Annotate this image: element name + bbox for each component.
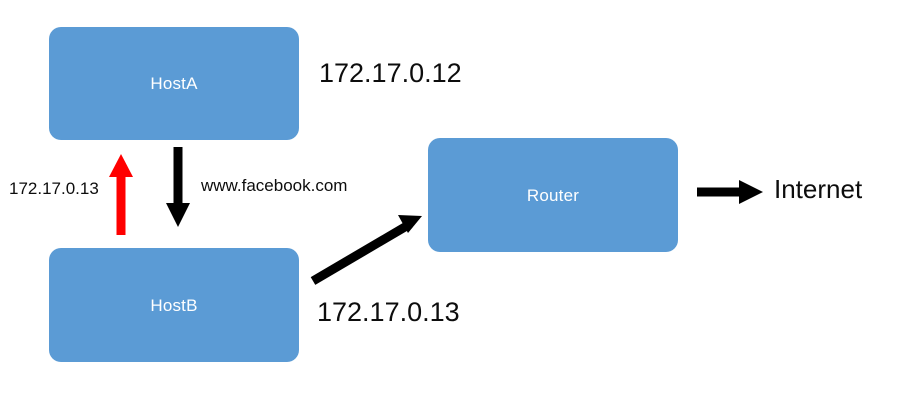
label-hostb-ip: 172.17.0.13 bbox=[317, 297, 460, 327]
node-hosta[interactable]: HostA bbox=[49, 27, 299, 140]
label-hosta-ip: 172.17.0.12 bbox=[319, 58, 462, 88]
node-router-label: Router bbox=[526, 185, 580, 205]
arrow-router-to-internet-icon bbox=[697, 180, 763, 204]
arrow-hostb-to-hosta-icon bbox=[109, 154, 133, 235]
arrow-hosta-to-hostb-icon bbox=[166, 147, 190, 227]
node-router[interactable]: Router bbox=[428, 138, 678, 252]
label-internet: Internet bbox=[774, 174, 863, 204]
label-hostb-source-ip: 172.17.0.13 bbox=[9, 179, 99, 198]
arrow-hostb-to-router-icon bbox=[310, 215, 422, 285]
node-hostb[interactable]: HostB bbox=[49, 248, 299, 362]
label-facebook-url: www.facebook.com bbox=[201, 176, 348, 195]
node-hosta-label: HostA bbox=[150, 74, 198, 93]
node-hostb-label: HostB bbox=[150, 295, 198, 315]
